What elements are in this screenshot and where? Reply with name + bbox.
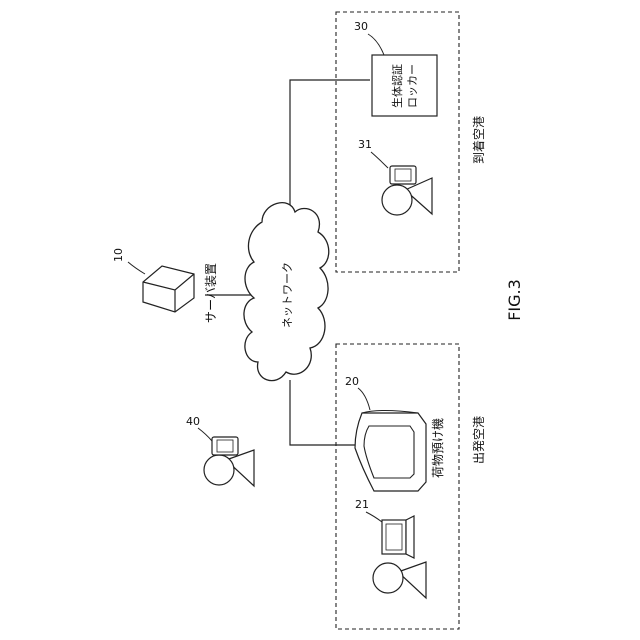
staff-head-shape: [373, 563, 403, 593]
staff-terminal-ref-number: 21: [355, 498, 369, 511]
biometric-locker: 生体認証 ロッカー 30: [354, 20, 437, 116]
server-ref-leader: [128, 262, 145, 274]
departure-airport-label: 出発空港: [472, 416, 486, 464]
locker-ref-number: 30: [354, 20, 368, 33]
figure-label: FIG.3: [505, 279, 524, 321]
locker-ref-leader: [368, 34, 384, 55]
server-ref-number: 10: [112, 248, 125, 262]
baggage-machine-ref-leader: [358, 388, 370, 410]
user40-head-shape: [204, 455, 234, 485]
locker-box: [372, 55, 437, 116]
baggage-drop-machine: 荷物預け機 20: [345, 375, 445, 491]
smartphone-screen: [395, 169, 411, 181]
departure-airport-area: 出発空港 荷物預け機 20 21: [336, 344, 486, 629]
departure-staff-with-laptop: 21: [355, 498, 426, 598]
server-cube-front: [143, 266, 194, 312]
laptop-inner-screen: [386, 524, 402, 550]
server-device: 10 サーバ装置: [112, 248, 218, 323]
network-cloud: ネットワーク: [244, 203, 329, 381]
baggage-machine-ref-number: 20: [345, 375, 359, 388]
arrival-airport-area: 到着空港 生体認証 ロッカー 30 31: [336, 12, 486, 272]
staff-terminal-ref-leader: [366, 512, 382, 522]
network-label: ネットワーク: [281, 262, 294, 328]
user-device-ref-leader: [198, 428, 212, 441]
user-head-shape: [382, 185, 412, 215]
arrival-user-with-phone: 31: [358, 138, 432, 215]
machine-inner-opening: [364, 426, 414, 478]
user-device-ref-number: 40: [186, 415, 200, 428]
arrival-airport-label: 到着空港: [471, 116, 486, 164]
locker-label-line2: ロッカー: [406, 64, 419, 108]
arrival-terminal-ref-number: 31: [358, 138, 372, 151]
laptop-keyboard-shape: [406, 516, 414, 558]
user-with-phone-40: 40: [186, 415, 254, 486]
locker-label-line1: 生体認証: [390, 64, 404, 108]
arrival-terminal-ref-leader: [371, 152, 388, 168]
user40-phone-screen: [217, 440, 233, 452]
arrival-airport-border: [336, 12, 459, 272]
baggage-machine-label: 荷物預け機: [430, 418, 445, 478]
link-network-departure: [290, 380, 355, 445]
server-label: サーバ装置: [204, 263, 218, 323]
